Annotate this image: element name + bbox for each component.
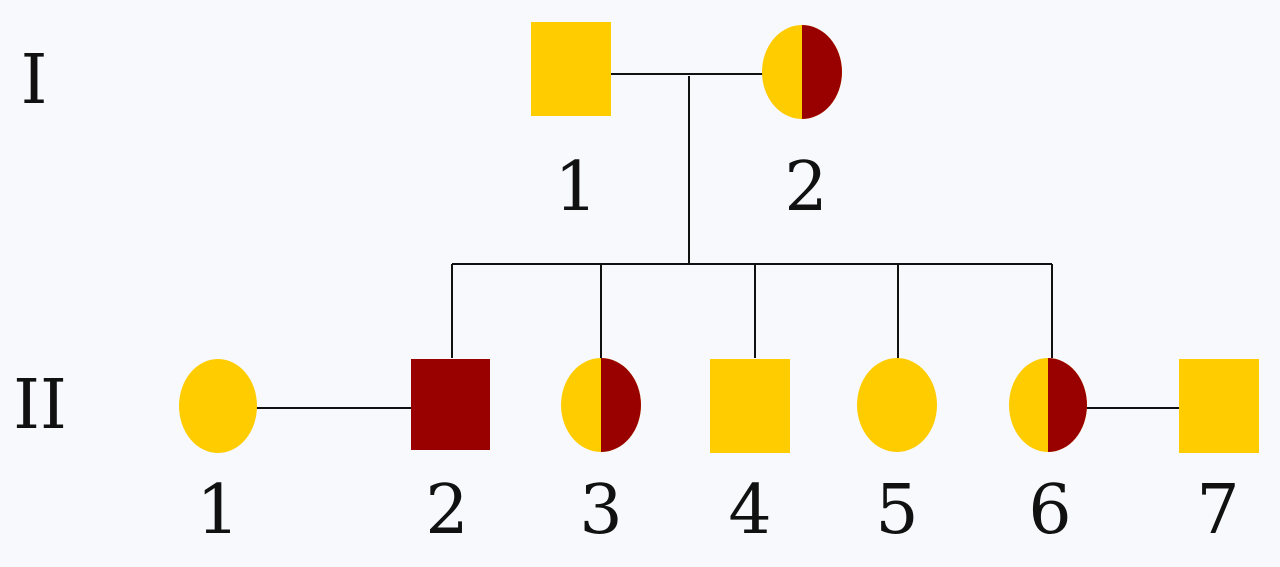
individual-ii-7: 7 <box>1179 359 1259 550</box>
individual-number: 5 <box>875 471 918 550</box>
individual-i-2: 2 <box>762 25 842 227</box>
individual-number: 6 <box>1028 471 1071 550</box>
carrier-half-fill <box>601 358 641 452</box>
generation-label-i: I <box>21 41 48 120</box>
male-symbol <box>411 359 490 450</box>
individual-number: 2 <box>425 471 468 550</box>
individual-ii-3: 3 <box>561 358 641 550</box>
individual-ii-6: 6 <box>1009 358 1087 550</box>
male-symbol <box>1179 359 1259 453</box>
pedigree-lines <box>256 73 1180 409</box>
male-symbol <box>531 22 611 116</box>
individual-number: 1 <box>554 148 597 227</box>
male-symbol <box>710 359 790 453</box>
individual-ii-4: 4 <box>710 359 790 550</box>
female-symbol <box>857 358 937 452</box>
individual-number: 4 <box>728 471 771 550</box>
individual-ii-5: 5 <box>857 358 937 550</box>
carrier-half-fill <box>802 25 842 119</box>
individual-ii-2: 2 <box>411 359 490 550</box>
individual-number: 7 <box>1196 471 1239 550</box>
individual-number: 2 <box>784 148 827 227</box>
female-symbol <box>179 359 257 453</box>
carrier-half-fill <box>1048 358 1087 452</box>
individual-ii-1: 1 <box>179 359 257 550</box>
individual-i-1: 1 <box>531 22 611 227</box>
individual-number: 3 <box>579 471 622 550</box>
individual-number: 1 <box>196 471 239 550</box>
generation-label-ii: II <box>13 366 67 445</box>
